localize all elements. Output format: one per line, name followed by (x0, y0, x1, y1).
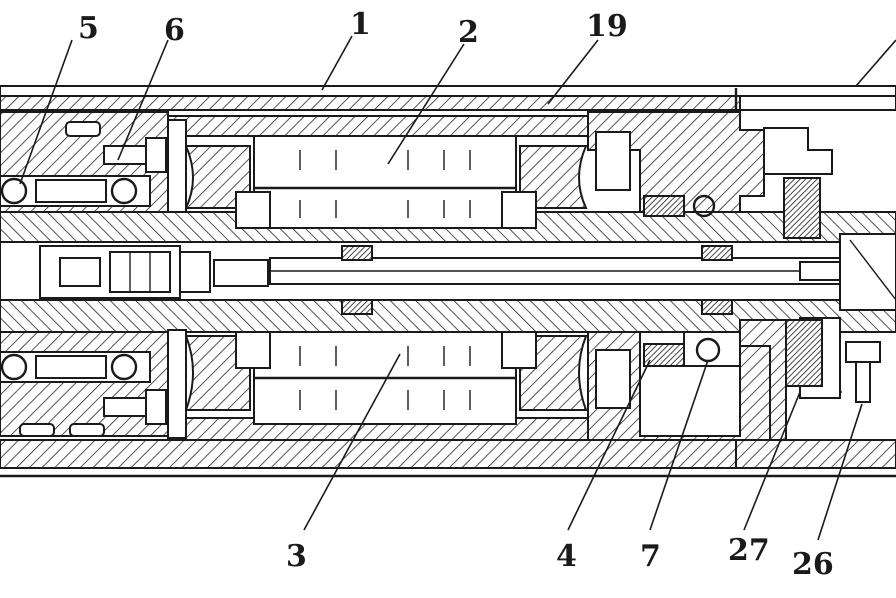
label-19: 19 (586, 9, 628, 44)
seal-upper (783, 177, 821, 239)
motor-assembly (167, 115, 589, 441)
stator-core-upper (253, 135, 517, 229)
spring-upper-left (341, 245, 373, 261)
bolt-upper (103, 145, 149, 165)
spring-lower-right (701, 299, 733, 315)
leader-top-right (855, 39, 896, 87)
bearing-race-lower (643, 343, 685, 367)
stator-sleeve-top (167, 115, 589, 137)
bearing-ball-lower-2 (110, 353, 138, 381)
lamination-marks (299, 150, 471, 410)
screw-shank (855, 361, 871, 403)
outer-sleeve-top (0, 85, 896, 97)
bearing-ball-upper-2 (110, 177, 138, 205)
left-bearing-housing (0, 111, 169, 437)
screw-head (845, 341, 881, 363)
bearing-ball-upper-1 (0, 177, 28, 205)
spring-upper-right (701, 245, 733, 261)
leader-lines (19, 35, 896, 541)
label-3: 3 (286, 539, 307, 574)
label-4: 4 (556, 539, 577, 574)
label-26: 26 (792, 547, 834, 582)
leader-1 (321, 35, 353, 91)
leader-7 (649, 359, 709, 531)
end-winding-upper-left (184, 145, 251, 209)
housing-bottom-wall (0, 439, 737, 469)
label-1: 1 (350, 7, 371, 42)
leader-4 (567, 359, 651, 531)
label-5: 5 (78, 11, 99, 46)
spring-lower-left (341, 299, 373, 315)
leader-27 (743, 391, 801, 531)
label-6: 6 (164, 13, 185, 48)
spindle-shaft (0, 211, 896, 333)
housing-top-wall (0, 95, 741, 111)
housing-bottom-wall-right (735, 439, 896, 469)
leader-26 (817, 403, 863, 541)
end-winding-lower-left (184, 335, 251, 411)
leader-2 (387, 43, 465, 165)
label-27: 27 (728, 533, 770, 568)
leader-19 (547, 39, 599, 105)
leader-6 (117, 39, 169, 161)
bolt-lower (103, 397, 149, 417)
housing-top-wall-right (739, 95, 896, 111)
right-bearing-housing (587, 111, 881, 441)
label-2: 2 (458, 15, 479, 50)
end-cap-upper (763, 127, 833, 175)
outer-housing (0, 85, 896, 478)
bearing-race-upper (643, 195, 685, 217)
leader-3 (303, 353, 401, 531)
bearing-ball-lower-1 (0, 353, 28, 381)
part-labels: 5 6 1 2 19 3 4 7 27 26 (78, 7, 834, 582)
bearing-ball-upper-right (692, 194, 716, 218)
leader-5 (19, 39, 73, 185)
label-7: 7 (640, 539, 661, 574)
